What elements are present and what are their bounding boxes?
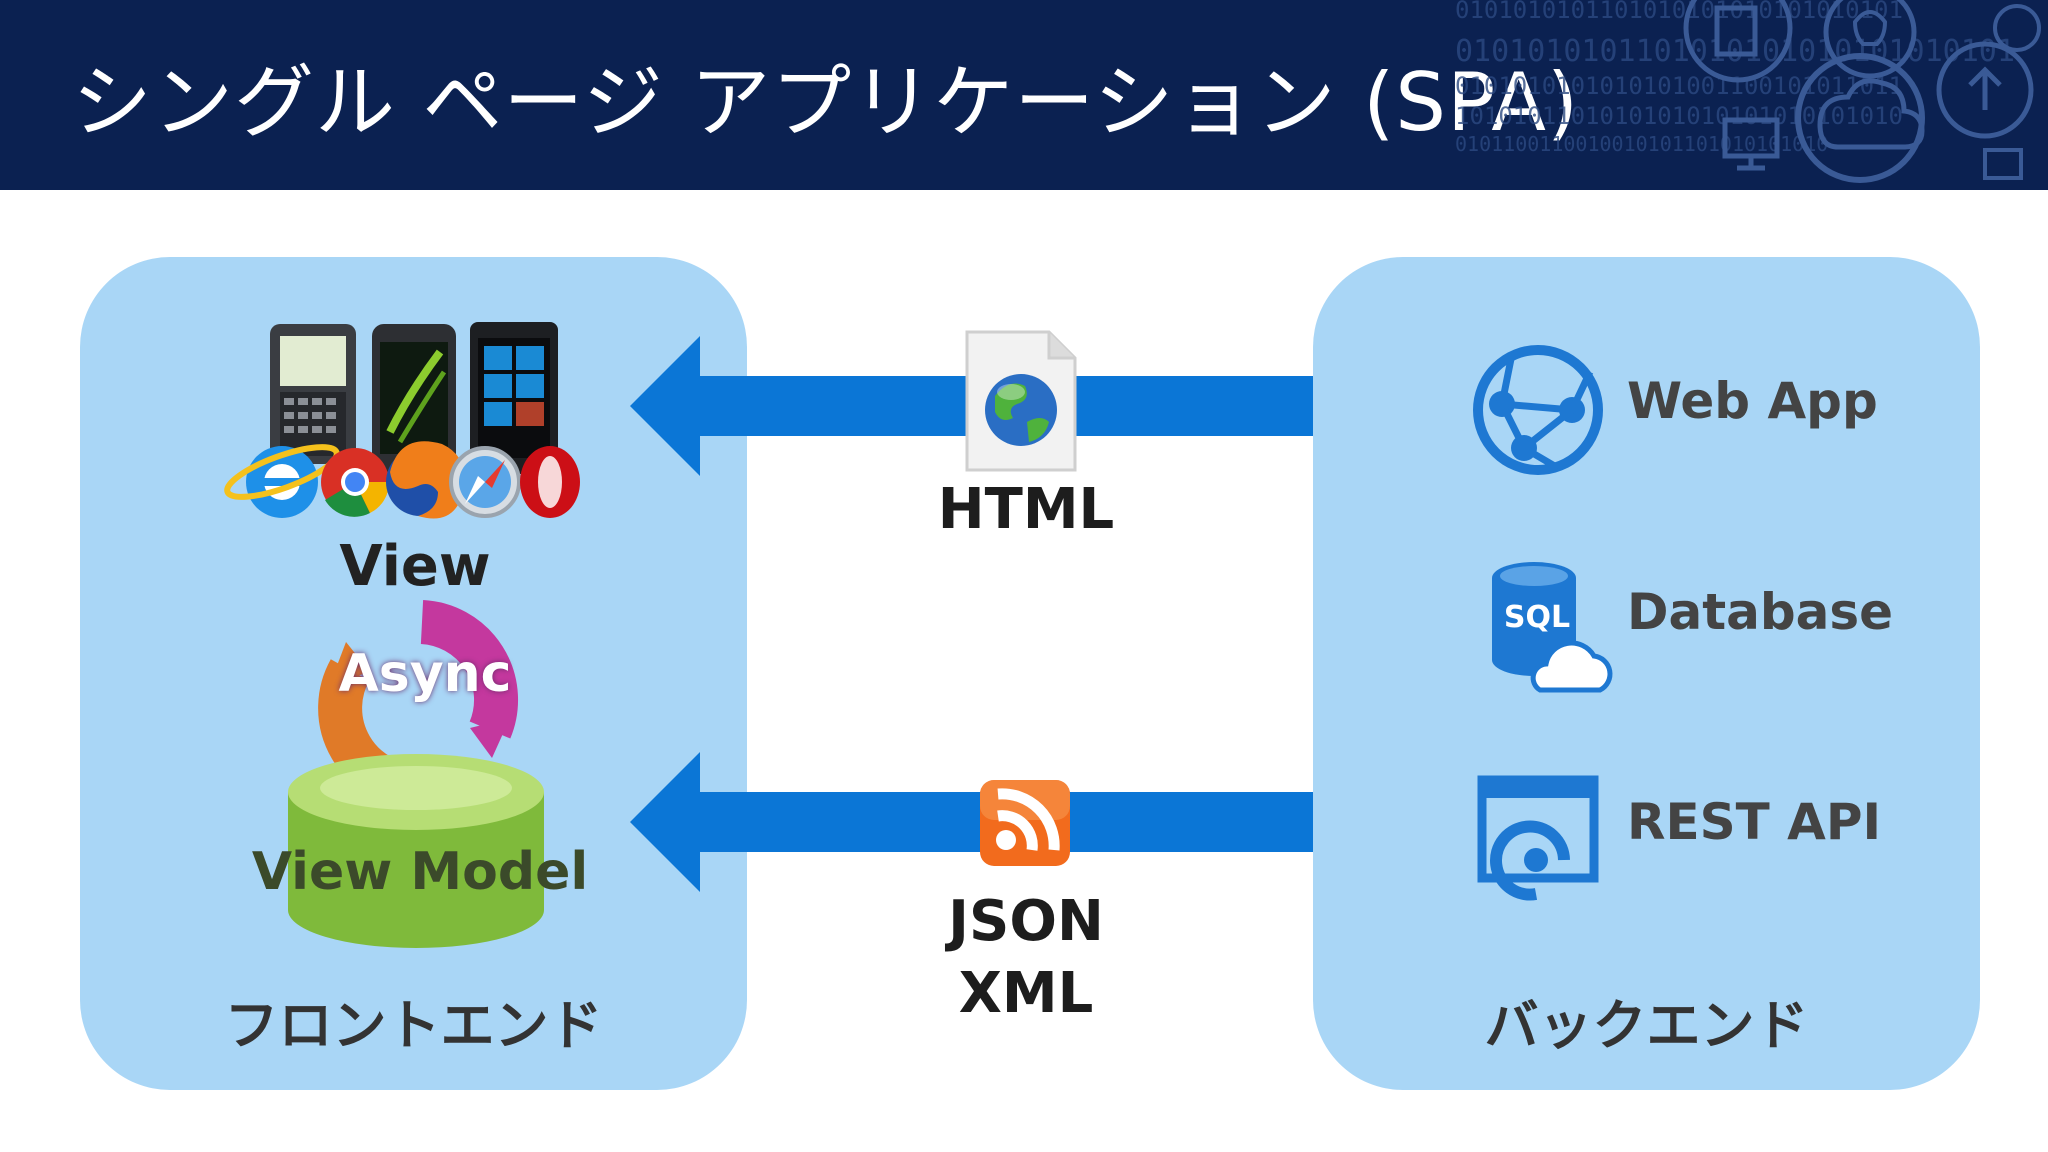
devices-and-browsers-illustration xyxy=(224,322,580,519)
rest-api-icon xyxy=(1477,775,1599,901)
xml-label: XML xyxy=(958,961,1094,1026)
phone-icon xyxy=(372,324,456,474)
web-app-icon xyxy=(1473,345,1603,475)
rss-feed-icon xyxy=(980,780,1070,866)
viewmodel-label: View Model xyxy=(251,842,589,902)
phone-icon xyxy=(270,324,356,464)
html-label: HTML xyxy=(937,477,1115,542)
binary-text: 0101100110010010101101010101010 xyxy=(1455,132,1829,156)
json-label: JSON xyxy=(948,889,1104,954)
viewmodel-cylinder-icon xyxy=(288,754,544,948)
binary-text: 1010101101010101010101010101010 xyxy=(1455,102,1903,130)
backend-label: バックエンド xyxy=(1484,994,1809,1057)
header-icons-decoration xyxy=(1683,0,2041,183)
slide-header: シングル ページ アプリケーション (SPA) 0101010101101010… xyxy=(0,0,2048,190)
firefox-icon xyxy=(386,441,465,519)
ie-icon xyxy=(224,444,340,518)
backend-panel: バックエンド xyxy=(1313,257,1980,1090)
sql-label: SQL xyxy=(1503,600,1571,635)
async-label: Async xyxy=(338,644,512,704)
frontend-label: フロントエンド xyxy=(224,994,603,1057)
phone-icon xyxy=(470,322,558,474)
html-file-icon xyxy=(965,330,1077,472)
slide-title: シングル ページ アプリケーション (SPA) xyxy=(72,56,1580,149)
restapi-label: REST API xyxy=(1627,793,1882,851)
binary-text: 0101010101010101001100101011011 xyxy=(1455,72,1903,100)
chrome-icon xyxy=(321,448,390,517)
header-binary-decoration: 0101010101101010101010101010101 01010101… xyxy=(1455,0,2048,190)
webapp-label: Web App xyxy=(1627,372,1878,430)
frontend-panel: フロントエンド xyxy=(80,257,747,1090)
sql-database-icon xyxy=(1492,562,1613,693)
view-label: View xyxy=(339,534,491,599)
safari-icon xyxy=(449,446,521,518)
database-label: Database xyxy=(1627,583,1894,641)
opera-icon xyxy=(520,446,580,518)
